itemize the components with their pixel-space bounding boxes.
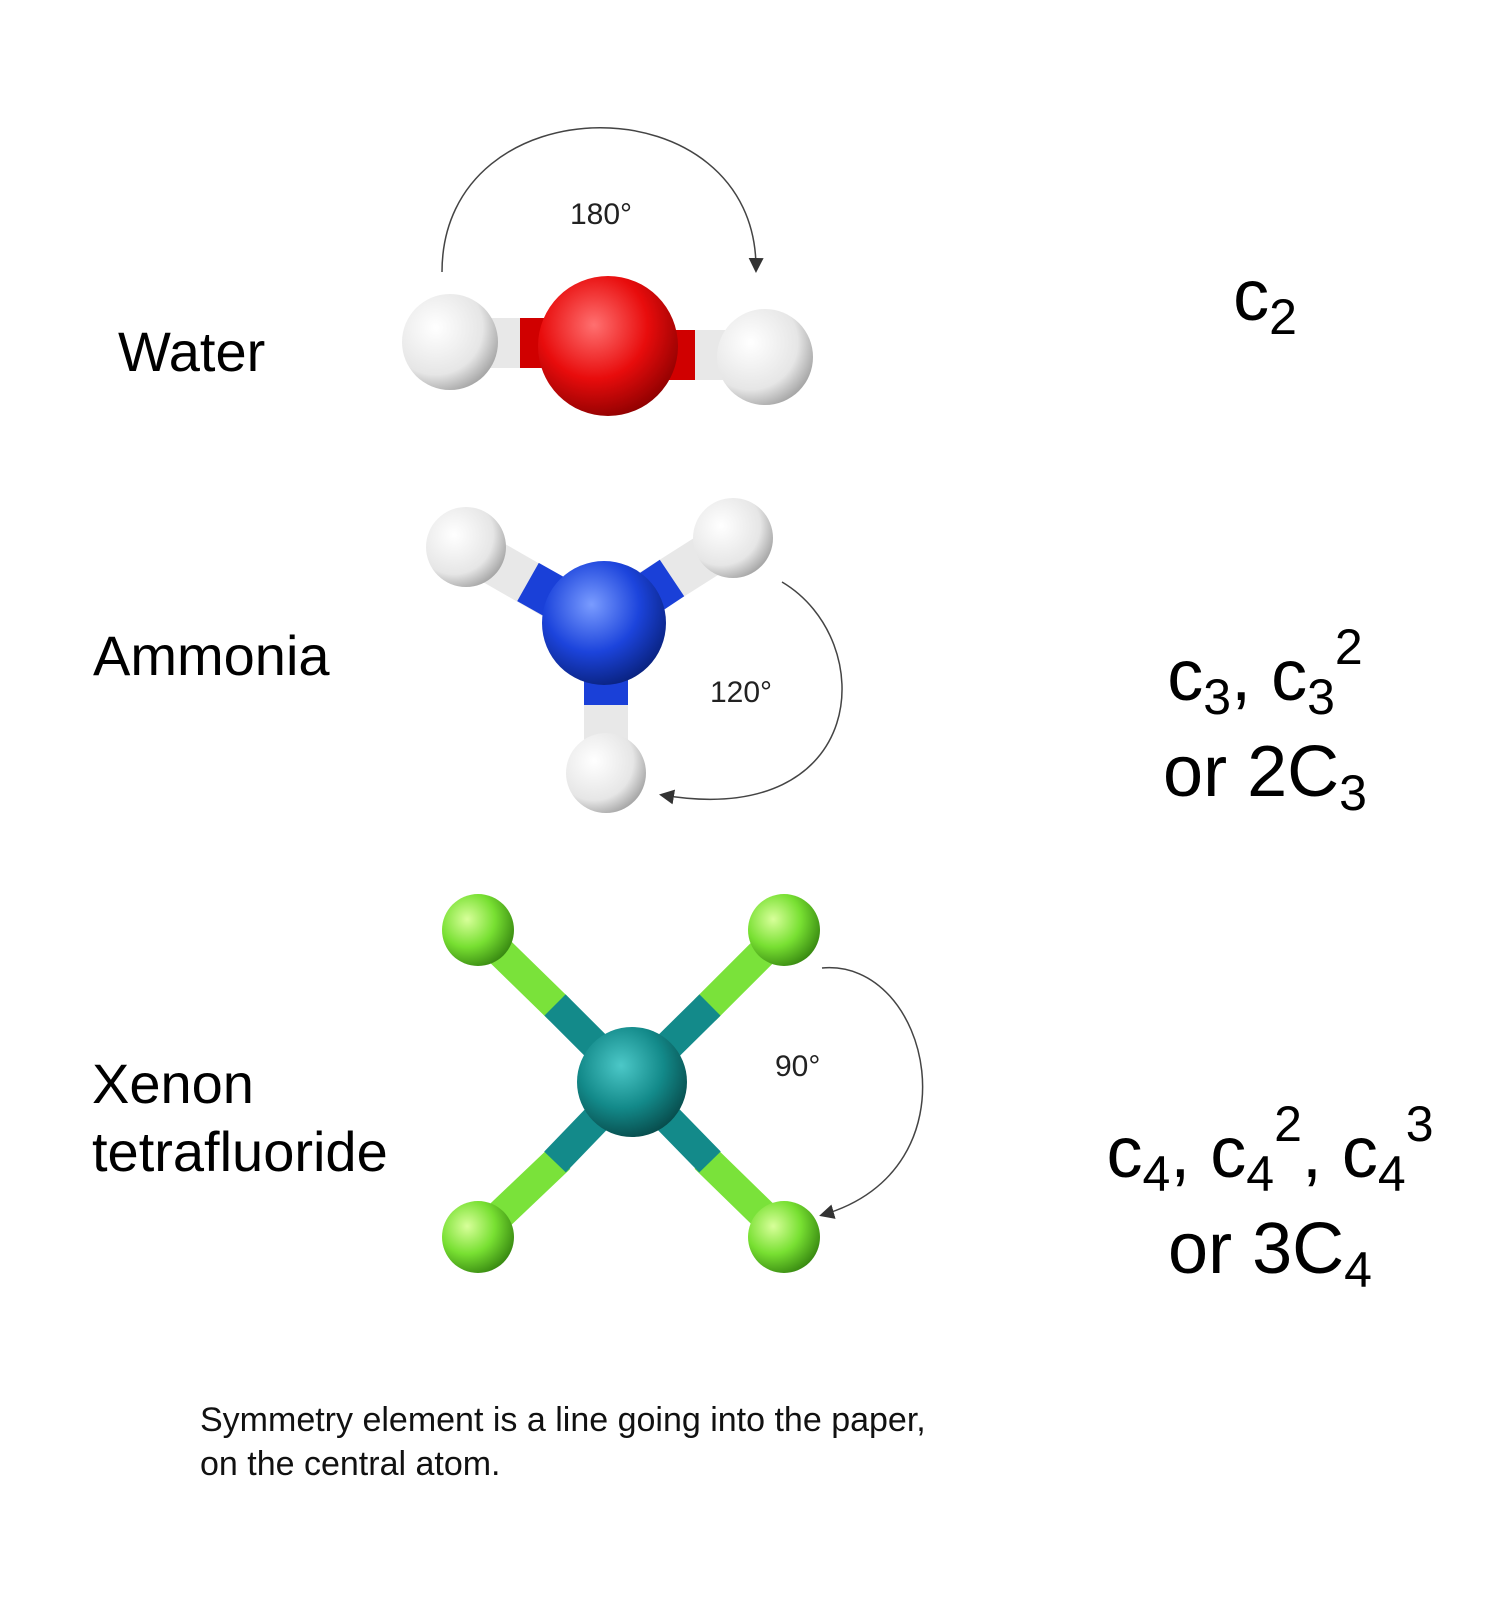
operation-order: 3 xyxy=(1307,669,1335,725)
ammonia-molecule xyxy=(426,498,843,813)
hydrogen-atom xyxy=(693,498,773,578)
fluorine-atom xyxy=(442,1201,514,1273)
operation-power: 3 xyxy=(1405,1096,1434,1152)
caption-line: on the central atom. xyxy=(200,1445,501,1483)
name-line: Water xyxy=(118,320,266,383)
separator: , xyxy=(1301,1113,1342,1193)
operation-order: 3 xyxy=(1339,765,1367,821)
separator: , xyxy=(1170,1113,1211,1193)
rotation-arc-90 xyxy=(819,967,924,1219)
angle-label-xenon-tetrafluoride: 90° xyxy=(775,1050,821,1083)
operation-symbol: c xyxy=(1210,1113,1247,1193)
operation-power: 2 xyxy=(1334,619,1363,675)
symmetry-operation: c3 xyxy=(1167,636,1231,722)
fluorine-atom xyxy=(748,894,820,966)
name-line: Ammonia xyxy=(93,624,330,687)
separator: , xyxy=(1231,636,1272,716)
hydrogen-atom xyxy=(717,309,813,405)
symmetry-ops: C4 xyxy=(1292,1209,1372,1295)
symmetry-ops: C3 xyxy=(1287,732,1367,818)
symmetry-operation: C3 xyxy=(1287,732,1367,818)
xenon-tetrafluoride-molecule xyxy=(442,894,924,1273)
water-molecule xyxy=(402,127,813,416)
symmetry-operation: c4 xyxy=(1106,1113,1170,1199)
molecule-name-water: Water xyxy=(118,318,265,386)
name-line: Xenon xyxy=(92,1052,254,1115)
xenon-atom xyxy=(577,1027,687,1137)
operation-symbol: c xyxy=(1271,636,1308,716)
symmetry-operation: c2 xyxy=(1233,256,1297,342)
operation-order: 4 xyxy=(1142,1146,1171,1202)
hydrogen-atom xyxy=(566,733,646,813)
hydrogen-atom xyxy=(402,294,498,390)
symmetry-operation: c43 xyxy=(1341,1099,1434,1199)
symmetry-operation: C4 xyxy=(1292,1209,1372,1295)
angle-label-ammonia: 120° xyxy=(710,676,773,709)
angle-label-water: 180° xyxy=(570,198,633,231)
symmetry-operation: c32 xyxy=(1271,622,1363,722)
symmetry-line-2: or 2C3 xyxy=(1110,724,1420,820)
operation-symbol: c xyxy=(1106,1113,1143,1193)
name-line: tetrafluoride xyxy=(92,1120,388,1183)
fluorine-atom xyxy=(748,1201,820,1273)
symmetry-line-2: or 3C4 xyxy=(1060,1201,1480,1297)
symmetry-water: c2 xyxy=(1175,248,1355,344)
operation-symbol: c xyxy=(1167,636,1204,716)
operation-order: 3 xyxy=(1203,669,1232,725)
nitrogen-atom xyxy=(542,561,666,685)
caption: Symmetry element is a line going into th… xyxy=(200,1398,926,1486)
operation-power: 2 xyxy=(1274,1096,1302,1152)
operation-order: 4 xyxy=(1344,1242,1372,1298)
symmetry-prefix: or 3 xyxy=(1168,1209,1293,1289)
symmetry-line-1: c4, c42, c43 xyxy=(1060,1099,1480,1201)
molecule-name-xenon-tetrafluoride: Xenon tetrafluoride xyxy=(92,1050,388,1186)
symmetry-operation: c42 xyxy=(1210,1099,1302,1199)
symmetry-ammonia: c3, c32 or 2C3 xyxy=(1110,622,1420,820)
caption-line: Symmetry element is a line going into th… xyxy=(200,1401,926,1439)
operation-order: 4 xyxy=(1246,1146,1275,1202)
operation-symbol: c xyxy=(1341,1113,1378,1193)
rotation-arc-120 xyxy=(659,581,843,805)
symmetry-xenon-tetrafluoride: c4, c42, c43 or 3C4 xyxy=(1060,1099,1480,1297)
operation-order: 2 xyxy=(1269,289,1297,345)
symmetry-prefix: or 2 xyxy=(1163,732,1288,812)
fluorine-atom xyxy=(442,894,514,966)
operation-symbol: C xyxy=(1287,732,1340,812)
operation-symbol: C xyxy=(1292,1209,1345,1289)
oxygen-atom xyxy=(538,276,678,416)
molecule-name-ammonia: Ammonia xyxy=(93,622,330,690)
symmetry-line-1: c3, c32 xyxy=(1110,622,1420,724)
symmetry-line-1: c2 xyxy=(1175,248,1355,344)
operation-order: 4 xyxy=(1377,1146,1406,1202)
operation-symbol: c xyxy=(1233,256,1270,336)
hydrogen-atom xyxy=(426,507,506,587)
rotation-arc-180 xyxy=(441,127,764,273)
